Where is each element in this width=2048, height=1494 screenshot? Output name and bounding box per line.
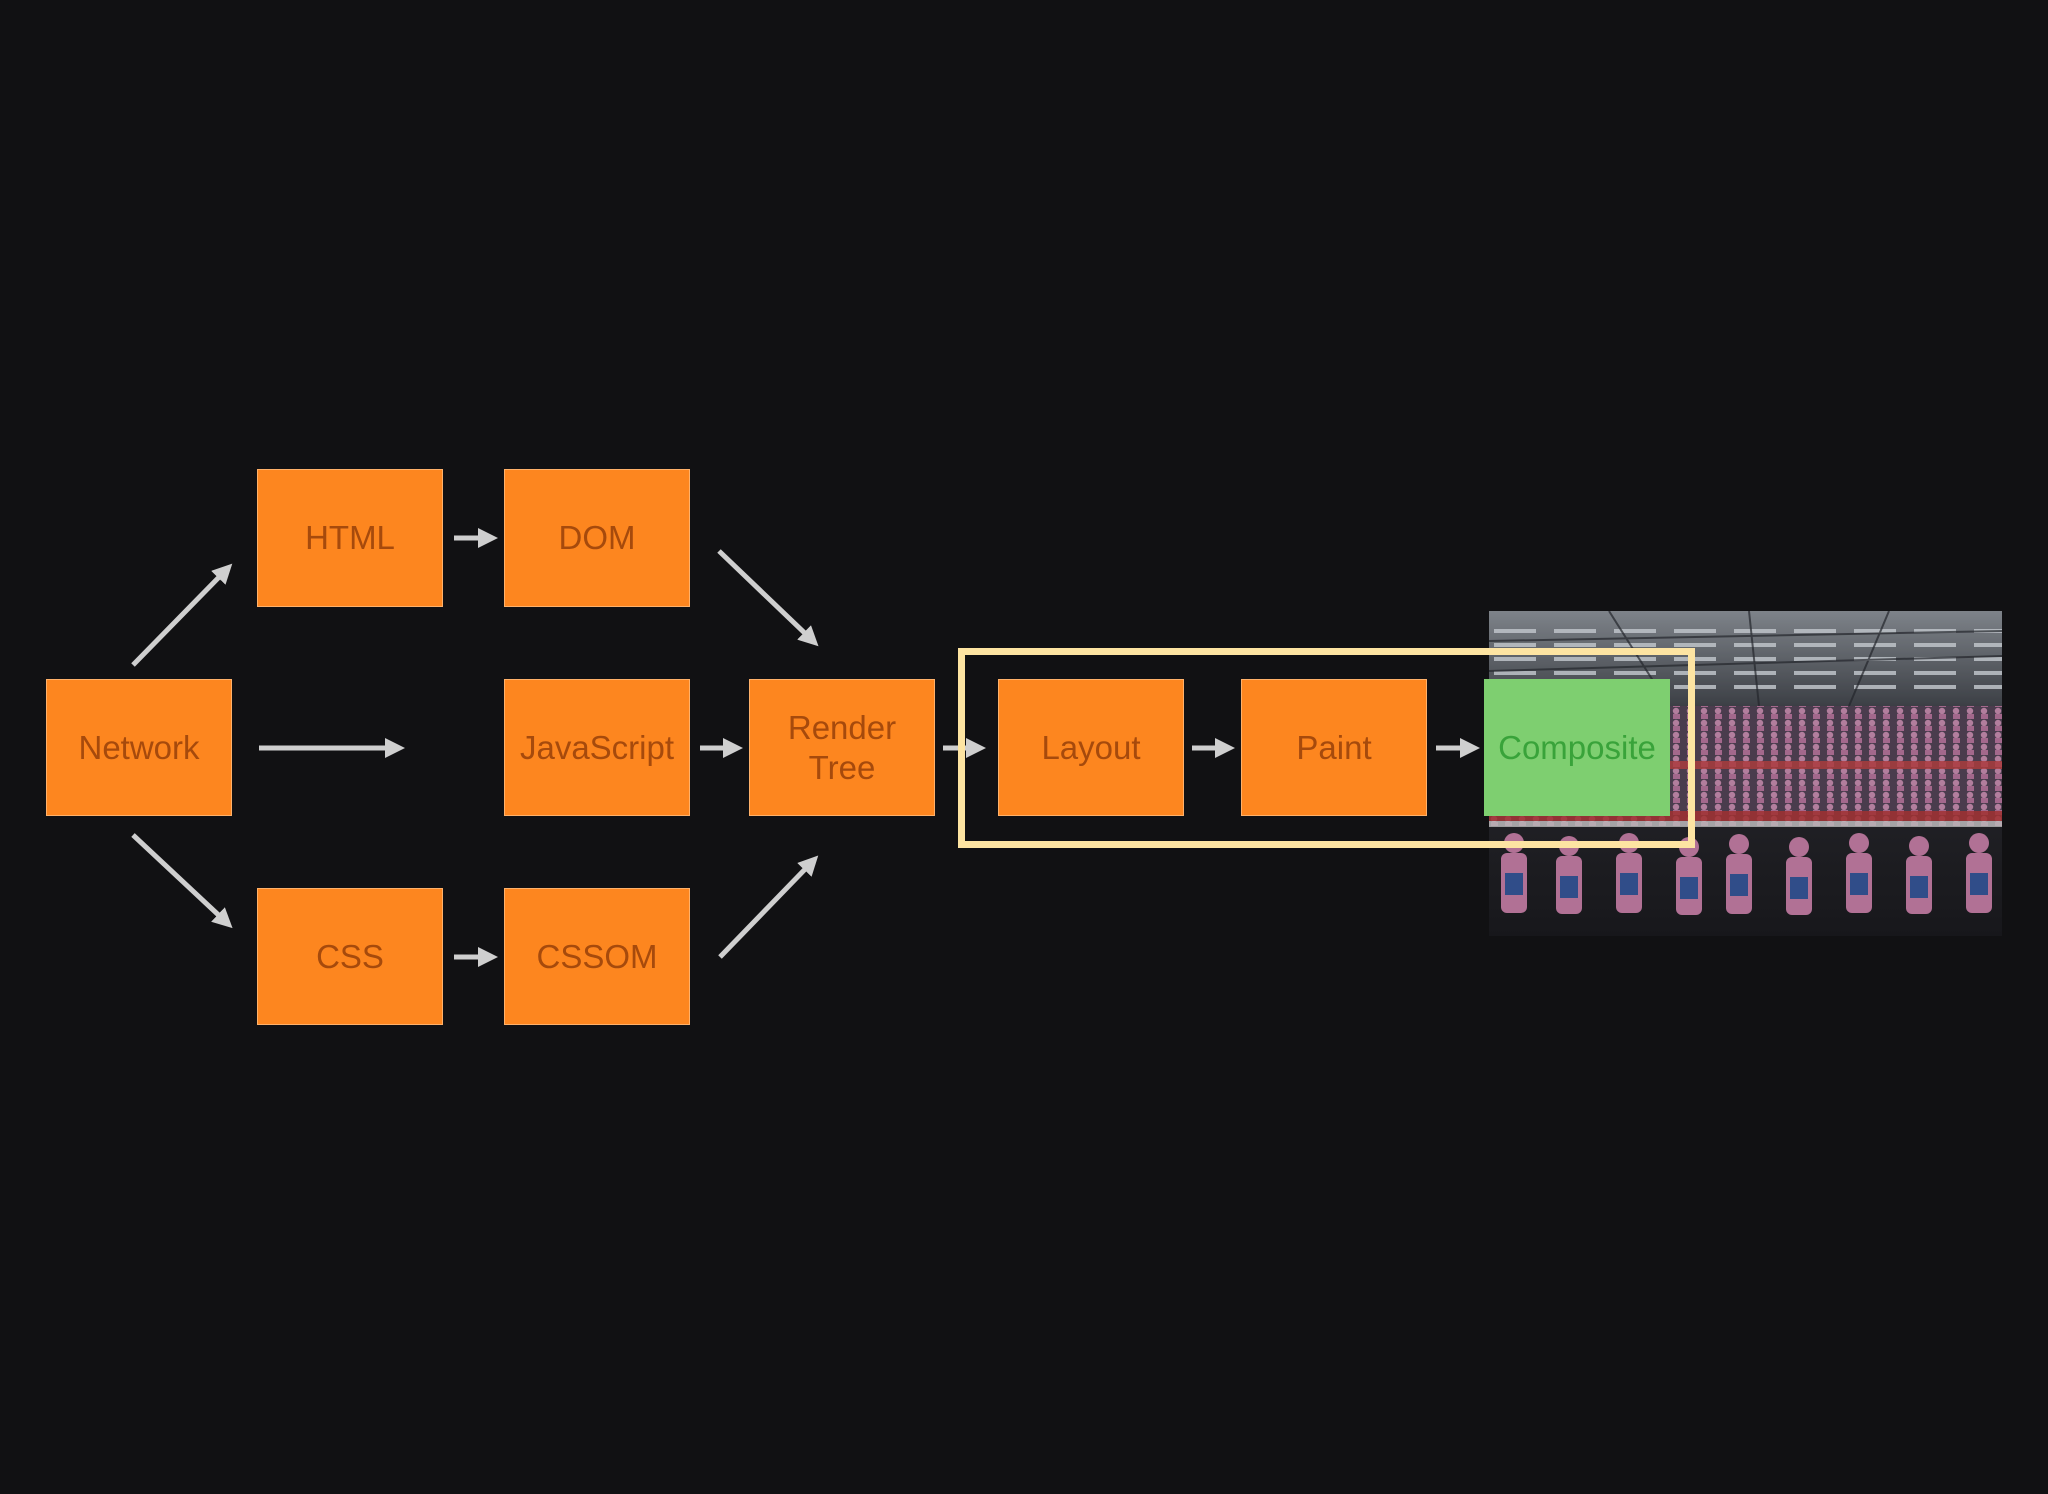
node-javascript: JavaScript <box>504 679 690 816</box>
arrow-network-css <box>131 833 233 929</box>
node-css: CSS <box>257 888 443 1025</box>
node-paint: Paint <box>1241 679 1427 816</box>
node-composite: Composite <box>1484 679 1670 816</box>
arrow-cssom-render <box>718 855 819 959</box>
node-cssom: CSSOM <box>504 888 690 1025</box>
arrow-dom-render <box>717 549 819 647</box>
node-network: Network <box>46 679 232 816</box>
node-render-tree: Render Tree <box>749 679 935 816</box>
arrow-network-html <box>131 563 233 667</box>
node-layout: Layout <box>998 679 1184 816</box>
node-html: HTML <box>257 469 443 607</box>
node-dom: DOM <box>504 469 690 607</box>
factory-photo <box>1489 611 2002 936</box>
